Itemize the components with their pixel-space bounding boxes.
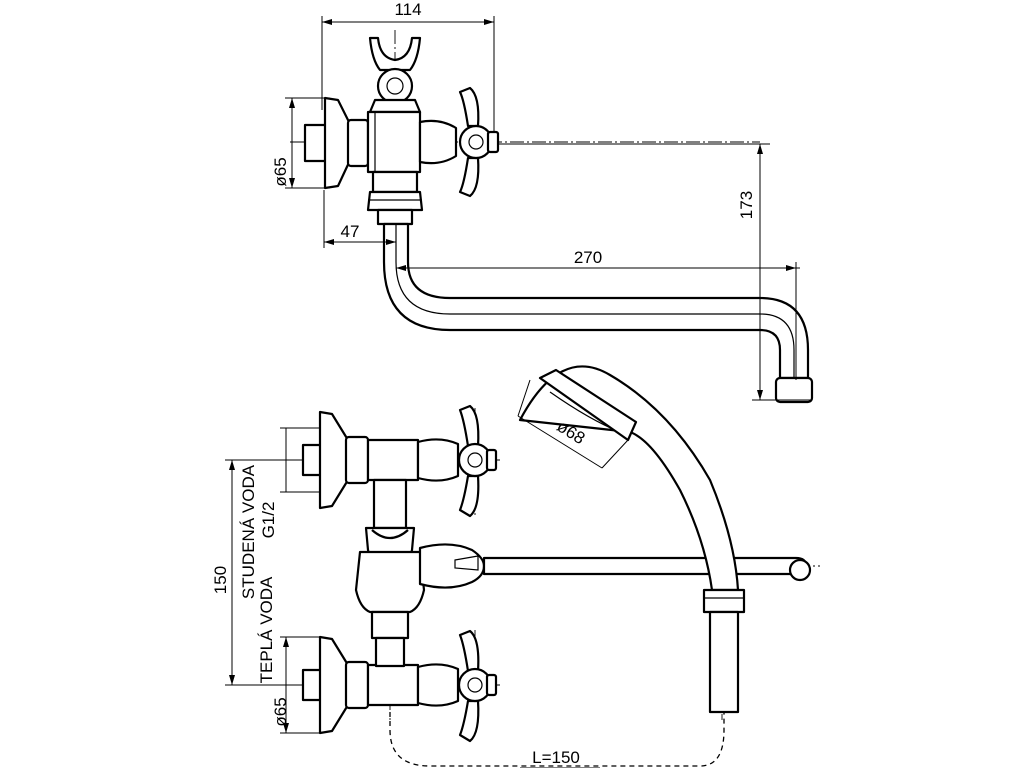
- central-mixer-body: [354, 478, 486, 668]
- top-view: [285, 16, 814, 404]
- dim-top-flange-diameter: [285, 97, 330, 189]
- dim-shower-head: [517, 379, 629, 469]
- top-cross-handle: [458, 86, 500, 198]
- label-height-173: 173: [737, 191, 756, 219]
- dim-front-left: [225, 427, 320, 734]
- label-thread: G1/2: [259, 502, 278, 539]
- top-wall-flange: [303, 96, 370, 190]
- label-cold-water: STUDENÁ VODA: [239, 464, 258, 599]
- label-top-flange-diameter: ø65: [271, 157, 290, 186]
- top-valve-body: [366, 110, 458, 226]
- label-width-114: 114: [394, 0, 421, 19]
- label-center-distance-150: 150: [211, 566, 230, 594]
- upper-cross-handle: [457, 404, 498, 518]
- label-hose-length: L=150: [532, 748, 580, 767]
- front-spout: [482, 556, 812, 582]
- dim-spout-270: [396, 262, 800, 380]
- front-view: [225, 365, 820, 768]
- dim-width-114: [321, 16, 495, 132]
- shower-holder-fork: [368, 36, 422, 114]
- dim-offset-47: [323, 190, 396, 248]
- hand-shower: [518, 365, 746, 714]
- lower-cross-handle: [457, 629, 498, 743]
- label-spout-270: 270: [574, 248, 602, 267]
- spout-aerator: [774, 376, 814, 404]
- label-hot-water: TEPLÁ VODA: [257, 576, 276, 683]
- shower-hose: [389, 712, 725, 767]
- lower-wall-connector: [301, 635, 460, 735]
- label-front-flange-diameter: ø65: [271, 697, 290, 726]
- dim-height-173: [498, 143, 812, 401]
- label-offset-47: 47: [341, 222, 360, 241]
